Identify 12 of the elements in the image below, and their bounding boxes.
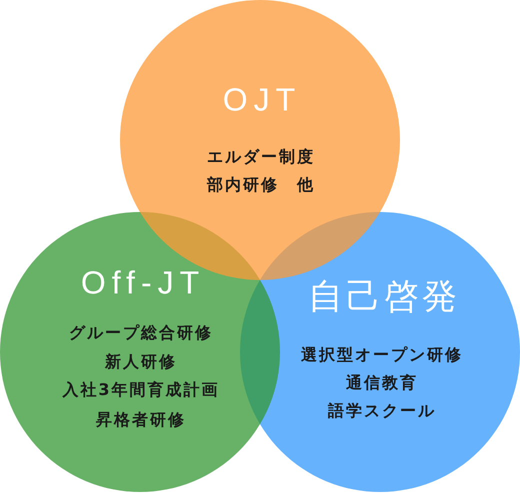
list-item: 通信教育	[346, 374, 418, 392]
circle-title: Off-JT	[80, 264, 206, 302]
list-item: 昇格者研修	[96, 410, 186, 430]
list-item: 部内研修 他	[207, 176, 315, 194]
list-item: 新人研修	[105, 352, 177, 372]
list-item: 語学スクール	[328, 402, 436, 420]
list-item: グループ総合研修	[69, 324, 213, 342]
circle-title: 自己啓発	[308, 276, 460, 318]
list-item: エルダー制度	[207, 148, 315, 166]
list-item: 入社3年間育成計画	[62, 380, 220, 400]
list-item: 選択型オープン研修	[301, 346, 463, 364]
circle-title: OJT	[222, 82, 302, 118]
